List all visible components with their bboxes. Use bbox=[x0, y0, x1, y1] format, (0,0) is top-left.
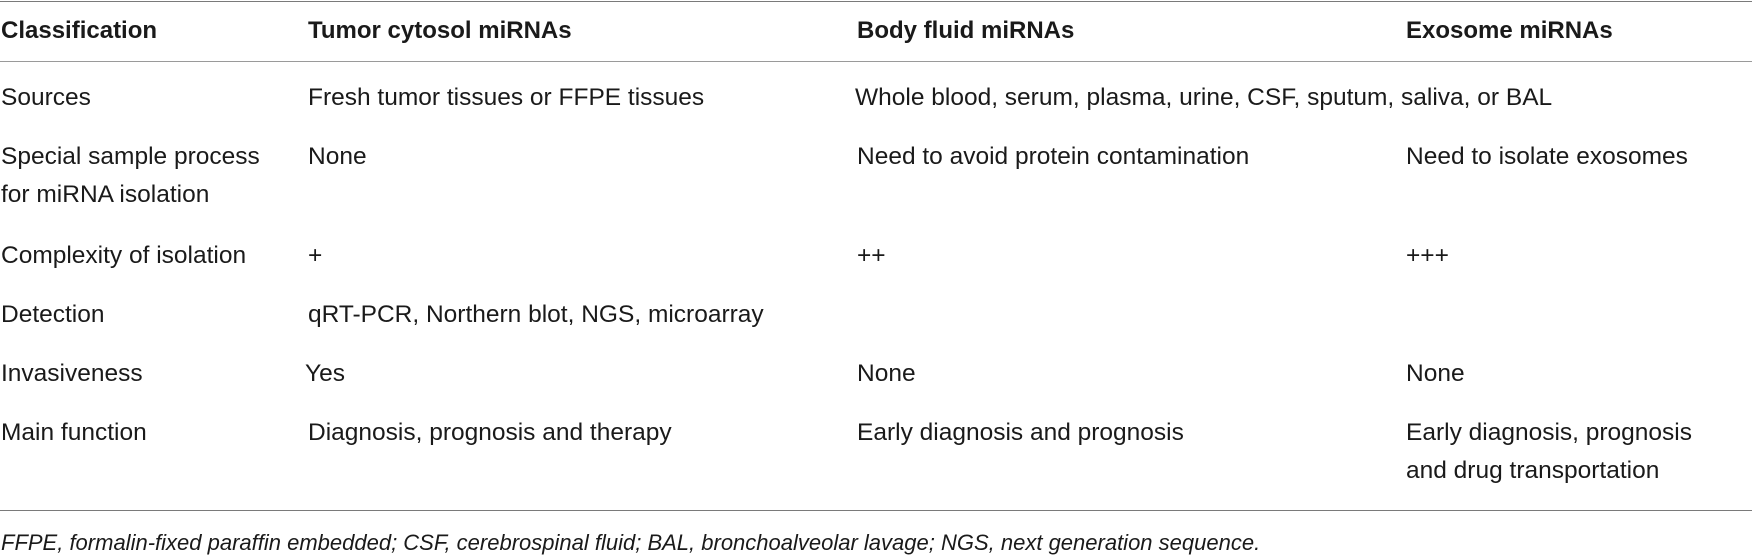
row-complexity-tumor: + bbox=[308, 242, 323, 269]
row-function-exosome-line1: Early diagnosis, prognosis bbox=[1406, 419, 1692, 446]
row-invasiveness-label: Invasiveness bbox=[1, 360, 143, 387]
row-detection-tumor: qRT-PCR, Northern blot, NGS, microarray bbox=[308, 301, 764, 328]
row-process-label-line2: for miRNA isolation bbox=[1, 181, 210, 208]
table-bottom-rule bbox=[0, 510, 1752, 511]
header-tumor-cytosol: Tumor cytosol miRNAs bbox=[308, 17, 572, 44]
row-function-fluid: Early diagnosis and prognosis bbox=[857, 419, 1184, 446]
row-process-label-line1: Special sample process bbox=[1, 143, 260, 170]
row-detection-label: Detection bbox=[1, 301, 105, 328]
header-exosome: Exosome miRNAs bbox=[1406, 17, 1613, 44]
header-body-fluid: Body fluid miRNAs bbox=[857, 17, 1075, 44]
header-classification: Classification bbox=[1, 17, 158, 44]
row-invasiveness-fluid: None bbox=[857, 360, 916, 387]
row-process-tumor: None bbox=[308, 143, 367, 170]
row-complexity-exosome: +++ bbox=[1406, 242, 1449, 269]
row-function-exosome-line2: and drug transportation bbox=[1406, 457, 1660, 484]
row-complexity-label: Complexity of isolation bbox=[1, 242, 247, 269]
row-complexity-fluid: ++ bbox=[857, 242, 886, 269]
row-function-tumor: Diagnosis, prognosis and therapy bbox=[308, 419, 672, 446]
table-footnote: FFPE, formalin-fixed paraffin embedded; … bbox=[1, 530, 1261, 555]
row-process-exosome: Need to isolate exosomes bbox=[1406, 143, 1688, 170]
row-sources-label: Sources bbox=[1, 84, 91, 111]
row-function-label: Main function bbox=[1, 419, 147, 446]
row-sources-fluid: Whole blood, serum, plasma, urine, CSF, … bbox=[855, 84, 1553, 111]
table-top-rule bbox=[0, 1, 1752, 2]
row-sources-tumor: Fresh tumor tissues or FFPE tissues bbox=[308, 84, 705, 111]
table-header-rule bbox=[0, 61, 1752, 62]
row-process-fluid: Need to avoid protein contamination bbox=[857, 143, 1250, 170]
row-invasiveness-exosome: None bbox=[1406, 360, 1465, 387]
row-invasiveness-tumor: Yes bbox=[305, 360, 345, 387]
